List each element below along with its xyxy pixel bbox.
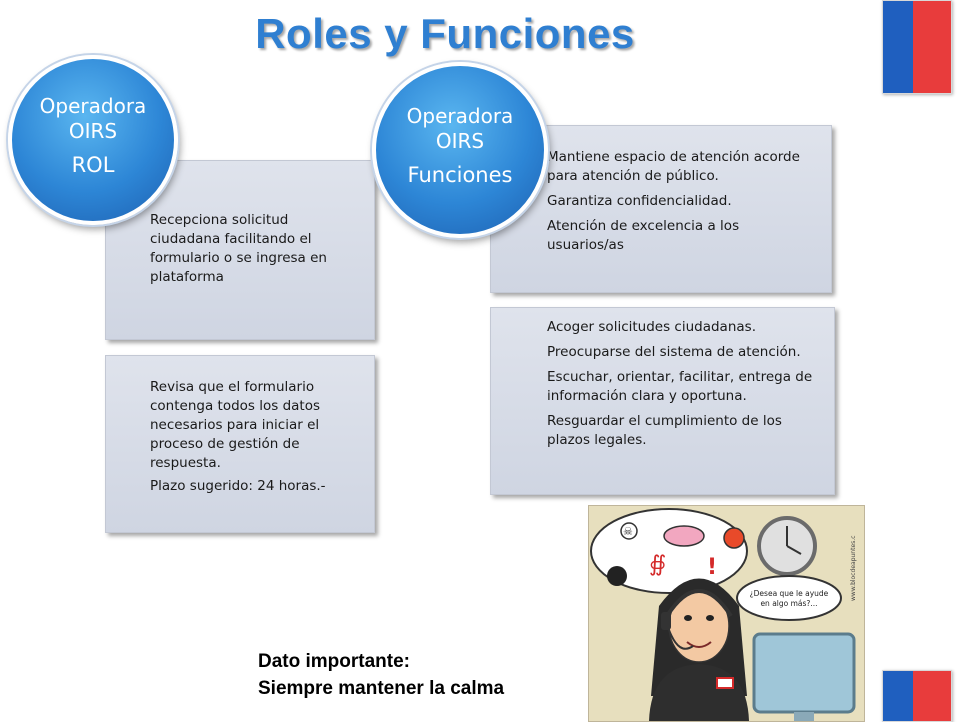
funciones-circle-line3: Funciones — [407, 163, 513, 187]
important-note-line2: Siempre mantener la calma — [258, 678, 505, 699]
illustration-side-text: www.blocdeapuntes.c — [850, 536, 857, 602]
funciones-circle-line2: OIRS — [435, 129, 485, 153]
funciones-box-1-item: Atención de excelencia a los usuarios/as — [547, 218, 740, 253]
flag-blue-stripe — [883, 671, 913, 721]
rol-box-1-text: Recepciona solicitud ciudadana facilitan… — [150, 212, 327, 285]
speech-bubble-line2: en algo más?... — [760, 599, 817, 608]
chile-flag-decoration-bottom — [882, 670, 952, 722]
important-note: Dato importante: Siempre mantener la cal… — [258, 648, 504, 702]
funciones-box-2: Acoger solicitudes ciudadanas. Preocupar… — [490, 307, 835, 495]
operator-illustration-drawing: ☠ ∯ ! www.blocdeapuntes.c ¿Desea que le … — [589, 506, 864, 721]
flag-blue-stripe — [883, 1, 913, 93]
rol-box-2: Revisa que el formulario contenga todos … — [105, 355, 375, 533]
funciones-circle: Operadora OIRS Funciones — [372, 62, 548, 238]
funciones-box-2-item: Acoger solicitudes ciudadanas. — [547, 319, 756, 335]
slide-title: Roles y Funciones — [255, 10, 635, 57]
flag-red-stripe — [913, 1, 951, 93]
svg-text:∯: ∯ — [649, 552, 666, 577]
flag-red-stripe — [913, 671, 951, 721]
operator-illustration: ☠ ∯ ! www.blocdeapuntes.c ¿Desea que le … — [588, 505, 865, 722]
svg-text:!: ! — [707, 555, 717, 580]
rol-circle-line1: Operadora — [39, 94, 147, 118]
chile-flag-decoration-top — [882, 0, 952, 94]
rol-circle: Operadora OIRS ROL — [8, 55, 178, 225]
rol-circle-line2: OIRS — [68, 119, 118, 143]
funciones-box-2-item: Preocuparse del sistema de atención. — [547, 344, 801, 360]
rol-box-2-deadline: Plazo sugerido: 24 horas.- — [150, 478, 326, 494]
funciones-box-1-item: Mantiene espacio de atención acorde para… — [547, 149, 800, 184]
funciones-circle-line1: Operadora — [406, 104, 514, 128]
funciones-box-1-item: Garantiza confidencialidad. — [547, 193, 732, 209]
funciones-box-2-item: Resguardar el cumplimiento de los plazos… — [547, 413, 782, 448]
svg-text:☠: ☠ — [623, 525, 633, 538]
rol-box-2-text: Revisa que el formulario contenga todos … — [150, 379, 320, 471]
speech-bubble-line1: ¿Desea que le ayude — [750, 589, 829, 598]
rol-circle-line3: ROL — [71, 153, 115, 177]
important-note-line1: Dato importante: — [258, 651, 410, 672]
funciones-box-2-item: Escuchar, orientar, facilitar, entrega d… — [547, 369, 813, 404]
